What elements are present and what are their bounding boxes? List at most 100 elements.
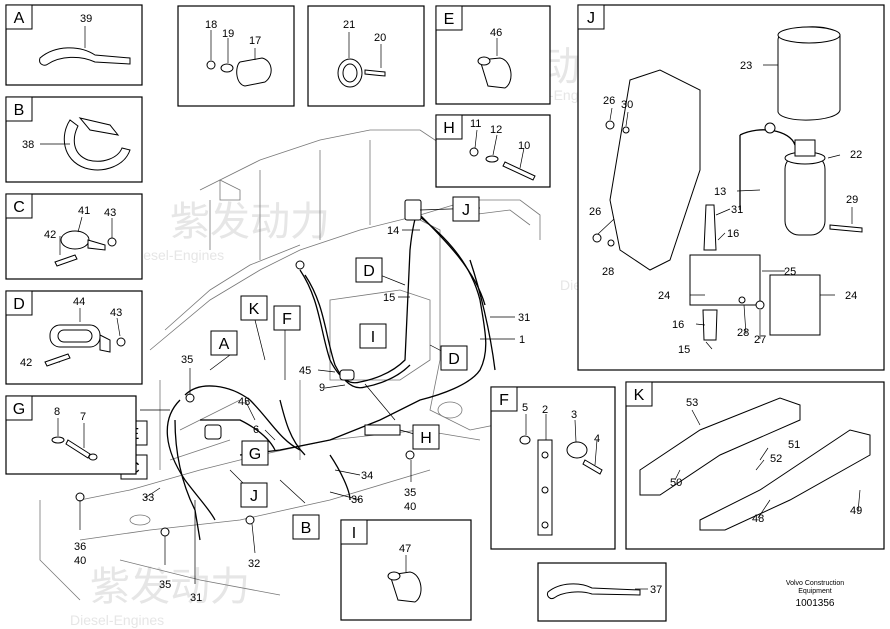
svg-text:42: 42 (44, 229, 56, 241)
main-tag-b: B (292, 514, 320, 540)
svg-text:33: 33 (142, 492, 154, 504)
svg-text:43: 43 (110, 307, 122, 319)
main-tag-a: A (210, 330, 238, 356)
svg-text:28: 28 (737, 327, 749, 339)
svg-text:紫发动力: 紫发动力 (170, 199, 330, 245)
svg-text:Diesel-Engines: Diesel-Engines (130, 247, 224, 263)
svg-text:38: 38 (22, 139, 34, 151)
detail-box-c: C 41 43 42 (5, 193, 143, 280)
svg-text:17: 17 (249, 35, 261, 47)
svg-text:I: I (371, 329, 375, 346)
svg-text:41: 41 (78, 205, 90, 217)
detail-box-f: F 5 2 3 4 (490, 386, 616, 550)
svg-text:I: I (352, 525, 356, 542)
svg-text:48: 48 (752, 513, 764, 525)
svg-text:9: 9 (319, 382, 325, 394)
svg-text:46: 46 (490, 27, 502, 39)
svg-text:Volvo Construction: Volvo Construction (786, 580, 844, 587)
detail-box-tie: 37 (537, 562, 667, 622)
detail-box-j: J 23 26 30 22 13 31 29 26 16 2 (577, 4, 885, 371)
svg-text:52: 52 (770, 453, 782, 465)
svg-text:31: 31 (731, 204, 743, 216)
svg-text:1001356: 1001356 (796, 598, 835, 609)
svg-text:29: 29 (846, 194, 858, 206)
main-tag-j-bottom: J (240, 482, 268, 508)
svg-text:30: 30 (621, 99, 633, 111)
svg-text:16: 16 (672, 319, 684, 331)
svg-text:40: 40 (404, 501, 416, 513)
svg-text:13: 13 (714, 186, 726, 198)
svg-text:12: 12 (490, 124, 502, 136)
svg-text:39: 39 (80, 13, 92, 25)
svg-text:14: 14 (387, 225, 399, 237)
svg-text:26: 26 (589, 206, 601, 218)
svg-text:K: K (249, 301, 260, 318)
svg-text:23: 23 (740, 60, 752, 72)
svg-text:35: 35 (181, 354, 193, 366)
svg-text:15: 15 (678, 344, 690, 356)
detail-box-k: K 53 51 52 50 48 49 (625, 381, 885, 550)
svg-text:24: 24 (658, 290, 670, 302)
svg-text:F: F (499, 392, 509, 409)
svg-text:47: 47 (399, 543, 411, 555)
svg-text:E: E (444, 11, 455, 28)
detail-box-e: E 46 (435, 5, 551, 105)
svg-text:16: 16 (727, 228, 739, 240)
svg-text:A: A (14, 10, 25, 27)
svg-text:43: 43 (104, 207, 116, 219)
svg-text:35: 35 (404, 487, 416, 499)
svg-text:20: 20 (374, 32, 386, 44)
svg-text:紫发动力: 紫发动力 (90, 564, 250, 610)
svg-text:19: 19 (222, 28, 234, 40)
svg-text:B: B (14, 102, 25, 119)
svg-text:31: 31 (518, 312, 530, 324)
main-tag-g: G (241, 440, 269, 466)
svg-text:K: K (634, 387, 645, 404)
detail-box-d: D 44 43 42 (5, 290, 143, 385)
svg-text:21: 21 (343, 19, 355, 31)
svg-text:H: H (420, 430, 432, 447)
svg-text:H: H (443, 120, 455, 137)
svg-text:J: J (250, 488, 258, 505)
svg-text:40: 40 (74, 555, 86, 567)
detail-box-top-1: 18 19 17 (177, 5, 295, 107)
main-tag-d-top: D (355, 257, 383, 283)
svg-text:27: 27 (754, 334, 766, 346)
svg-text:11: 11 (470, 118, 481, 130)
main-tag-d-right: D (440, 345, 468, 371)
svg-text:B: B (301, 520, 312, 537)
svg-text:Equipment: Equipment (798, 588, 832, 595)
main-tag-j-top: J (452, 196, 480, 222)
svg-text:36: 36 (351, 494, 363, 506)
svg-text:28: 28 (602, 266, 614, 278)
svg-text:32: 32 (248, 558, 260, 570)
svg-text:G: G (13, 401, 25, 418)
svg-text:31: 31 (190, 592, 202, 604)
svg-text:42: 42 (20, 357, 32, 369)
svg-text:18: 18 (205, 19, 217, 31)
svg-text:D: D (13, 296, 25, 313)
svg-text:36: 36 (74, 541, 86, 553)
svg-text:5: 5 (522, 402, 528, 414)
svg-text:1: 1 (519, 334, 525, 346)
main-tag-i: I (359, 323, 387, 349)
detail-box-h: H 11 12 10 (435, 114, 551, 188)
detail-box-top-2: 21 20 (307, 5, 425, 107)
svg-text:A: A (219, 336, 230, 353)
main-part-numbers: 14 15 31 1 45 9 35 45 48 6 34 36 35 40 3… (74, 225, 530, 604)
svg-text:49: 49 (850, 505, 862, 517)
main-tag-k: K (240, 295, 268, 321)
detail-box-b: B 38 (5, 96, 143, 183)
detail-box-g: G 8 7 (5, 395, 137, 475)
detail-box-i: I 47 (340, 519, 472, 621)
main-tag-h: H (412, 424, 440, 450)
svg-text:7: 7 (80, 411, 86, 423)
svg-text:F: F (282, 311, 292, 328)
svg-text:37: 37 (650, 584, 662, 596)
svg-text:44: 44 (73, 296, 85, 308)
svg-text:48: 48 (238, 396, 250, 408)
svg-text:10: 10 (518, 140, 530, 152)
svg-text:6: 6 (253, 424, 259, 436)
svg-text:8: 8 (54, 406, 60, 418)
